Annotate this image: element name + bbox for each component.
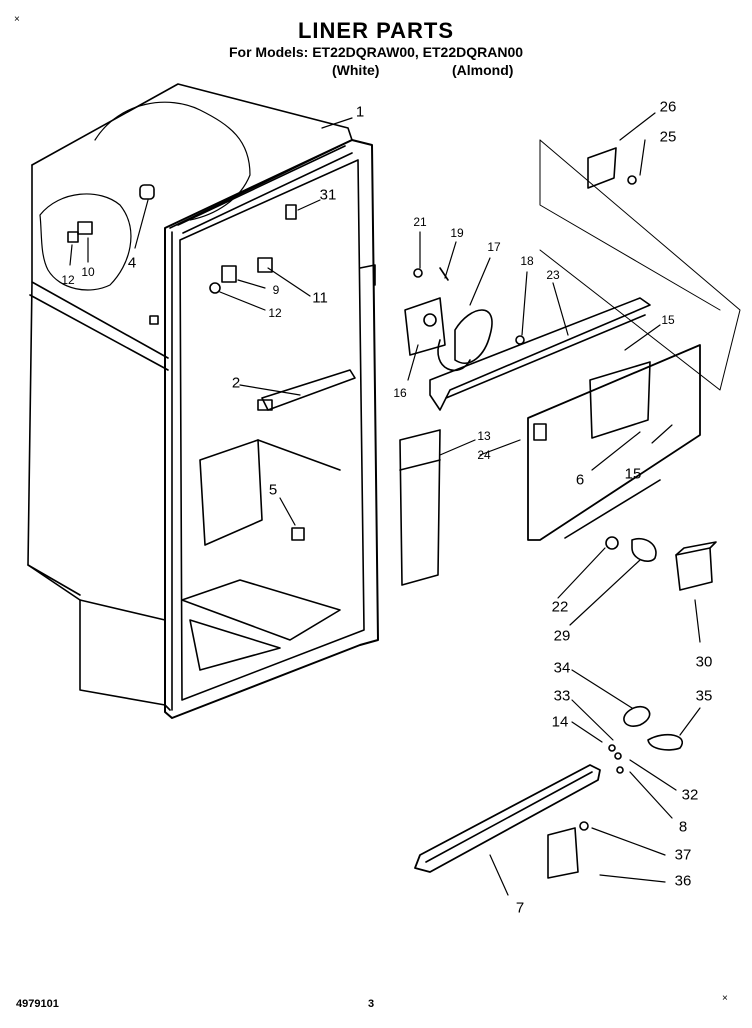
callout-8: 8 (678, 818, 688, 836)
callout-26: 26 (659, 98, 677, 116)
callout-21: 21 (413, 215, 427, 229)
page-number: 3 (368, 998, 375, 1010)
callout-15-bottom: 15 (624, 465, 642, 483)
color-almond-label: (Almond) (452, 62, 514, 78)
callout-37: 37 (674, 846, 692, 864)
callout-14: 14 (551, 713, 569, 731)
callout-1: 1 (355, 103, 365, 121)
callout-34: 34 (553, 659, 571, 677)
callout-11: 11 (312, 289, 328, 307)
callout-12-right: 12 (268, 306, 282, 320)
callout-7: 7 (515, 899, 525, 917)
callout-30: 30 (695, 653, 713, 671)
callout-6: 6 (575, 471, 585, 489)
callout-29: 29 (553, 627, 571, 645)
document-number: 4979101 (16, 998, 59, 1010)
callout-10: 10 (81, 265, 95, 279)
callout-12-left: 12 (61, 273, 75, 287)
leader-lines (69, 112, 701, 896)
callout-4: 4 (127, 254, 137, 272)
callout-22: 22 (551, 598, 569, 616)
model-numbers: For Models: ET22DQRAW00, ET22DQRAN00 (228, 44, 524, 60)
callout-5: 5 (268, 481, 278, 499)
refrigerator-liner (27, 83, 379, 719)
callout-25: 25 (659, 128, 677, 146)
callout-19: 19 (450, 226, 464, 240)
callout-24: 24 (477, 448, 491, 462)
liner-small-parts (67, 184, 356, 541)
callout-18: 18 (520, 254, 534, 268)
corner-mark-top-left: × (14, 14, 20, 25)
callout-9: 9 (272, 283, 280, 297)
callout-35: 35 (695, 687, 713, 705)
corner-mark-bottom-right: × (722, 993, 728, 1004)
page-title: LINER PARTS (297, 18, 455, 43)
callout-23: 23 (546, 268, 560, 282)
callout-16: 16 (393, 386, 407, 400)
evaporator-assembly (399, 139, 741, 591)
color-white-label: (White) (332, 62, 380, 78)
callout-2: 2 (231, 374, 241, 392)
callout-36: 36 (674, 872, 692, 890)
callout-15-top: 15 (661, 313, 675, 327)
callout-13: 13 (477, 429, 491, 443)
callout-33: 33 (553, 687, 571, 705)
callout-32: 32 (681, 786, 699, 804)
callout-17: 17 (487, 240, 501, 254)
callout-31: 31 (319, 186, 337, 204)
defrost-heater (414, 705, 683, 879)
